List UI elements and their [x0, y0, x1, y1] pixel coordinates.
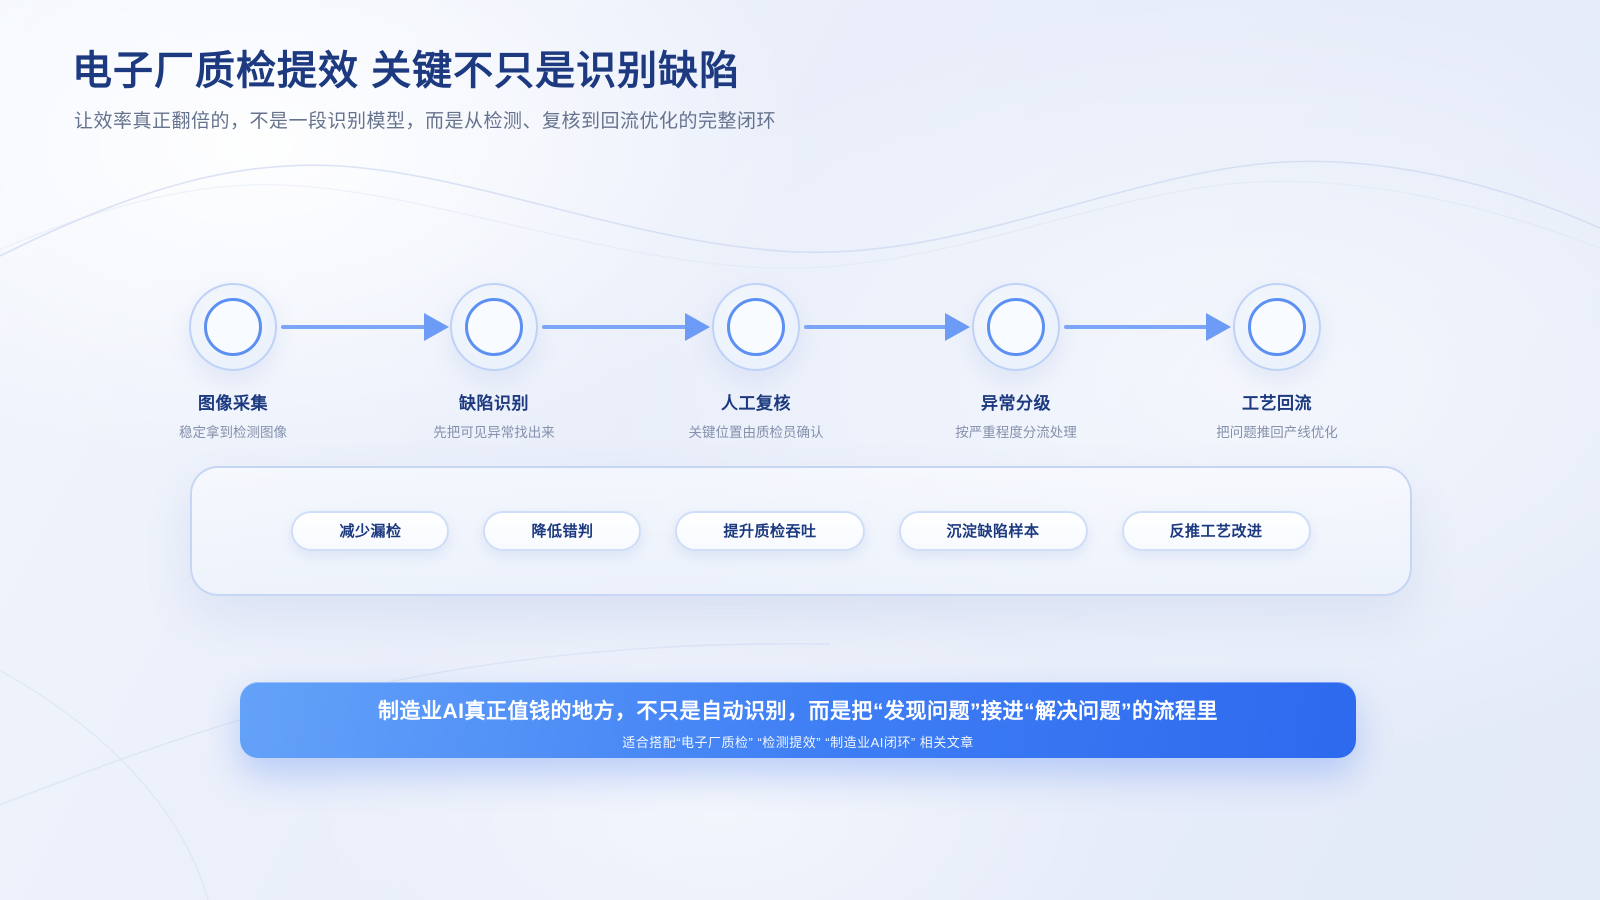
- step-node-inner-circle: [987, 298, 1045, 356]
- benefit-pill-reduce-misses[interactable]: 减少漏检: [291, 511, 450, 551]
- step-title: 人工复核: [721, 394, 791, 413]
- step-node-inner-circle: [204, 298, 262, 356]
- page-title: 电子厂质检提效 关键不只是识别缺陷: [72, 49, 741, 93]
- step-title: 异常分级: [981, 394, 1051, 413]
- arrow-shaft: [281, 325, 426, 329]
- flow-step-image-capture: 图像采集 稳定拿到检测图像: [123, 283, 343, 441]
- benefit-pill-raise-throughput[interactable]: 提升质检吞吐: [675, 511, 865, 551]
- flow-arrow-icon: [1064, 313, 1231, 341]
- arrow-head: [1206, 313, 1231, 341]
- arrow-shaft: [804, 325, 947, 329]
- step-node-inner-circle: [1248, 298, 1306, 356]
- takeaway-banner: 制造业AI真正值钱的地方，不只是自动识别，而是把“发现问题”接进“解决问题”的流…: [240, 682, 1356, 758]
- benefit-pill-improve-process[interactable]: 反推工艺改进: [1121, 511, 1311, 551]
- step-node-inner-circle: [727, 298, 785, 356]
- flow-arrow-icon: [542, 313, 710, 341]
- arrow-head: [685, 313, 710, 341]
- step-node-icon: [450, 283, 538, 371]
- step-desc: 稳定拿到检测图像: [179, 425, 287, 440]
- benefit-pill-accumulate-samples[interactable]: 沉淀缺陷样本: [898, 511, 1088, 551]
- benefit-pill-lower-false-alarms[interactable]: 降低错判: [483, 511, 642, 551]
- step-title: 图像采集: [198, 394, 268, 413]
- step-node-icon: [1233, 283, 1321, 371]
- banner-note: 适合搭配“电子厂质检” “检测提效” “制造业AI闭环” 相关文章: [622, 735, 974, 750]
- benefits-panel: 减少漏检 降低错判 提升质检吞吐 沉淀缺陷样本 反推工艺改进: [190, 466, 1412, 596]
- step-desc: 关键位置由质检员确认: [688, 425, 824, 440]
- step-desc: 先把可见异常找出来: [433, 425, 555, 440]
- header: 电子厂质检提效 关键不只是识别缺陷 让效率真正翻倍的，不是一段识别模型，而是从检…: [72, 48, 1172, 133]
- flow-step-process-feedback: 工艺回流 把问题推回产线优化: [1167, 283, 1387, 441]
- flow-arrow-icon: [804, 313, 970, 341]
- step-title: 缺陷识别: [459, 394, 529, 413]
- flow-arrow-icon: [281, 313, 449, 341]
- step-node-icon: [712, 283, 800, 371]
- arrow-shaft: [1064, 325, 1208, 329]
- step-desc: 按严重程度分流处理: [955, 425, 1077, 440]
- flow-step-manual-review: 人工复核 关键位置由质检员确认: [646, 283, 866, 441]
- step-desc: 把问题推回产线优化: [1216, 425, 1338, 440]
- arrow-shaft: [542, 325, 687, 329]
- step-node-icon: [189, 283, 277, 371]
- step-node-icon: [972, 283, 1060, 371]
- step-title: 工艺回流: [1242, 394, 1312, 413]
- arrow-head: [945, 313, 970, 341]
- arrow-head: [424, 313, 449, 341]
- page-subtitle: 让效率真正翻倍的，不是一段识别模型，而是从检测、复核到回流优化的完整闭环: [74, 111, 777, 132]
- step-node-inner-circle: [465, 298, 523, 356]
- flow-step-defect-detection: 缺陷识别 先把可见异常找出来: [384, 283, 604, 441]
- banner-headline: 制造业AI真正值钱的地方，不只是自动识别，而是把“发现问题”接进“解决问题”的流…: [378, 700, 1218, 723]
- flow-step-anomaly-grading: 异常分级 按严重程度分流处理: [906, 283, 1126, 441]
